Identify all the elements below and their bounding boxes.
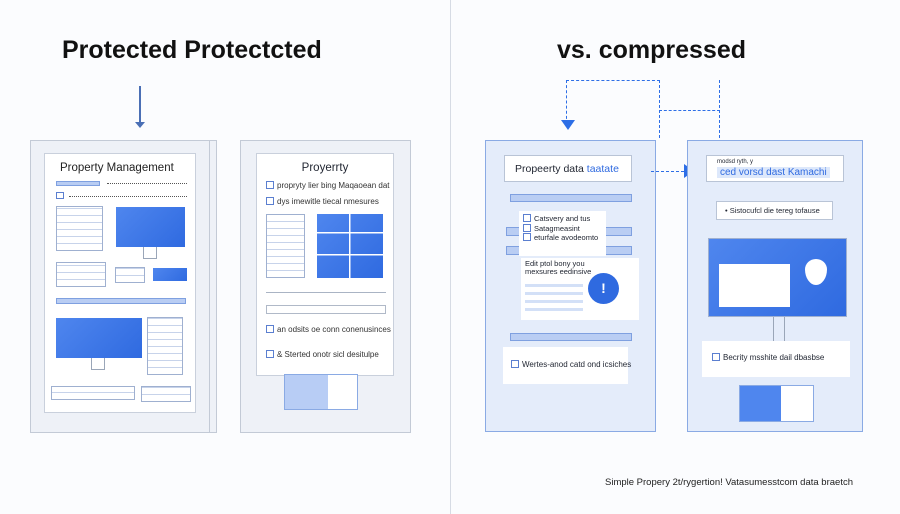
down-arrow-icon: [139, 86, 141, 126]
diagram-sketch: [115, 267, 145, 283]
left-title: Protected Protectcted: [62, 36, 322, 64]
doc-title: Proyerrty: [301, 162, 349, 174]
panel-a-header: Propeerty data taatate: [504, 155, 632, 182]
doc-item: dys imewitle tiecal nmesures: [277, 197, 379, 206]
doc-title: Property Management: [60, 162, 174, 174]
checkbox-icon: [56, 192, 64, 199]
photo-grid: [317, 214, 383, 278]
panel-b: modsd ryth, y ced vorsd dast Kamachi • S…: [687, 140, 863, 432]
right-title: vs. compressed: [557, 36, 746, 64]
doc-item: propryty lier bing Maqaoean dat: [277, 181, 390, 190]
monitor-icon: [116, 207, 185, 247]
file-card: [284, 374, 358, 410]
panel-b-check-item[interactable]: Becrity msshite dail dbasbse: [702, 341, 850, 377]
window-card: [719, 264, 790, 307]
dashed-connector: [566, 80, 660, 124]
down-arrow-head-icon: [135, 122, 145, 128]
location-pin-icon: [805, 259, 827, 285]
monitor-icon: [56, 318, 142, 358]
center-divider: [450, 0, 451, 514]
table-sketch: [56, 262, 106, 287]
arrow-down-icon: [561, 120, 575, 130]
doc-item: & Sterted onotr sicl desitulpe: [277, 350, 379, 359]
footer-caption: Simple Propery 2t/rygertion! Vatasumesst…: [605, 477, 853, 488]
doc-item: an odsits oe conn conenusinces: [277, 325, 391, 334]
notice-card: Edit ptol bony you mexsures eedinsive !: [521, 258, 639, 320]
monitor-screen: [708, 238, 847, 317]
panel-a-check-item[interactable]: Wertes-anod catd ond icsiches: [503, 347, 631, 384]
property-management-doc: Property Management: [44, 153, 196, 413]
panel-b-header: modsd ryth, y ced vorsd dast Kamachi: [706, 155, 844, 182]
floorplan-sketch: [266, 214, 305, 278]
map-sketch: [56, 206, 103, 251]
blue-block: [153, 268, 187, 281]
dashed-arrow: [651, 171, 689, 172]
property-doc: Proyerrty propryty lier bing Maqaoean da…: [256, 153, 394, 376]
file-card: [739, 385, 814, 422]
panel-b-bullet: • Sistocufcl die tereg tofause: [716, 201, 833, 220]
panel-a: Propeerty data taatate Catsvery and tus …: [485, 140, 656, 432]
list-sketch: [147, 317, 183, 375]
alert-icon: !: [588, 273, 619, 304]
category-popup: Catsvery and tus Satagmeasint eturfale a…: [519, 211, 606, 256]
